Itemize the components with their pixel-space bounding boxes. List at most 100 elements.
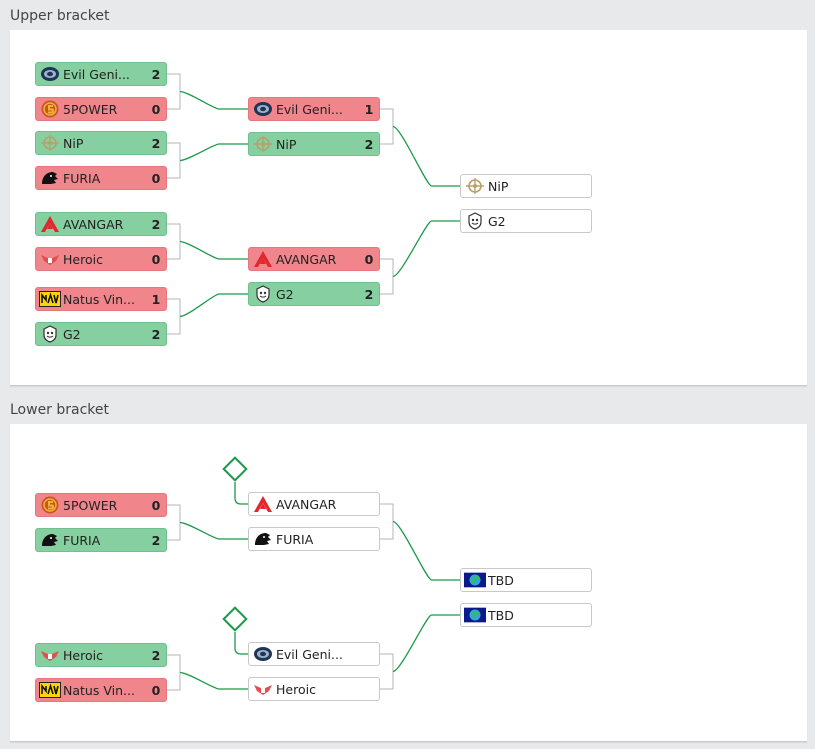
avangar-logo bbox=[39, 215, 61, 233]
team-slot-upper-r1-m1-t0[interactable]: AVANGAR 0 bbox=[248, 247, 380, 271]
team-slot-upper-r0-m0-t0[interactable]: Evil Geni... 2 bbox=[35, 62, 167, 86]
team-score: 2 bbox=[151, 135, 161, 151]
team-slot-lower-r0-m0-t1[interactable]: FURIA 2 bbox=[35, 528, 167, 552]
team-score: 0 bbox=[151, 101, 161, 117]
team-name: NiP bbox=[276, 136, 297, 152]
winner-connector-line bbox=[234, 482, 248, 505]
winner-connector-line bbox=[179, 521, 248, 540]
team-name: Evil Geni... bbox=[276, 646, 343, 662]
team-name: Natus Vin... bbox=[63, 682, 135, 698]
nip-logo bbox=[39, 134, 61, 152]
team-slot-lower-r1-m1-t0[interactable]: Evil Geni... bbox=[248, 642, 380, 666]
team-score: 1 bbox=[364, 101, 374, 117]
g2-logo bbox=[252, 285, 274, 303]
team-score: 2 bbox=[151, 66, 161, 82]
team-score: 0 bbox=[151, 497, 161, 513]
match-bracket-line bbox=[380, 258, 394, 295]
team-name: TBD bbox=[488, 572, 514, 588]
match-bracket-line bbox=[167, 298, 181, 335]
lower-bracket-title: Lower bracket bbox=[10, 402, 110, 418]
evil-geniuses-logo bbox=[39, 65, 61, 83]
5power-logo bbox=[39, 100, 61, 118]
match-bracket-line bbox=[380, 653, 394, 690]
furia-logo bbox=[39, 531, 61, 549]
team-name: Natus Vin... bbox=[63, 291, 135, 307]
team-name: Evil Geni... bbox=[63, 66, 130, 82]
team-slot-upper-r2-m0-t1[interactable]: G2 bbox=[460, 209, 592, 233]
team-score: 2 bbox=[364, 286, 374, 302]
team-slot-lower-r2-m0-t0[interactable]: TBD bbox=[460, 568, 592, 592]
team-score: 2 bbox=[151, 647, 161, 663]
team-name: FURIA bbox=[63, 532, 101, 548]
team-slot-upper-r0-m3-t1[interactable]: G2 2 bbox=[35, 322, 167, 346]
team-name: NiP bbox=[63, 135, 84, 151]
match-bracket-line bbox=[380, 503, 394, 540]
team-slot-upper-r1-m1-t1[interactable]: G2 2 bbox=[248, 282, 380, 306]
team-slot-upper-r0-m2-t0[interactable]: AVANGAR 2 bbox=[35, 212, 167, 236]
team-slot-lower-r0-m0-t0[interactable]: 5POWER 0 bbox=[35, 493, 167, 517]
team-slot-upper-r2-m0-t0[interactable]: NiP bbox=[460, 174, 592, 198]
winner-connector-line bbox=[392, 125, 460, 187]
team-score: 2 bbox=[364, 136, 374, 152]
g2-logo bbox=[464, 212, 486, 230]
team-slot-upper-r0-m1-t1[interactable]: FURIA 0 bbox=[35, 166, 167, 190]
nip-logo bbox=[252, 135, 274, 153]
team-slot-lower-r0-m1-t0[interactable]: Heroic 2 bbox=[35, 643, 167, 667]
team-score: 2 bbox=[151, 216, 161, 232]
team-name: AVANGAR bbox=[276, 251, 337, 267]
team-score: 0 bbox=[151, 170, 161, 186]
evil-geniuses-logo bbox=[252, 645, 274, 663]
navi-logo bbox=[39, 681, 61, 699]
g2-logo bbox=[39, 325, 61, 343]
winner-connector-line bbox=[179, 143, 248, 162]
team-slot-lower-r1-m1-t1[interactable]: Heroic bbox=[248, 677, 380, 701]
team-slot-upper-r0-m1-t0[interactable]: NiP 2 bbox=[35, 131, 167, 155]
tbd-globe-logo bbox=[464, 606, 486, 624]
team-slot-lower-r1-m0-t1[interactable]: FURIA bbox=[248, 527, 380, 551]
team-slot-upper-r1-m0-t0[interactable]: Evil Geni...1 bbox=[248, 97, 380, 121]
team-name: Heroic bbox=[63, 251, 103, 267]
heroic-logo bbox=[39, 250, 61, 268]
team-score: 0 bbox=[364, 251, 374, 267]
evil-geniuses-logo bbox=[252, 100, 274, 118]
match-bracket-line bbox=[380, 108, 394, 145]
tbd-globe-logo bbox=[464, 571, 486, 589]
furia-logo bbox=[39, 169, 61, 187]
team-slot-lower-r0-m1-t1[interactable]: Natus Vin...0 bbox=[35, 678, 167, 702]
team-score: 2 bbox=[151, 532, 161, 548]
team-name: G2 bbox=[63, 326, 81, 342]
team-name: FURIA bbox=[276, 531, 314, 547]
team-name: G2 bbox=[276, 286, 294, 302]
team-name: Heroic bbox=[63, 647, 103, 663]
upper-bracket-title: Upper bracket bbox=[10, 8, 110, 24]
match-bracket-line bbox=[167, 73, 181, 110]
winner-connector-line bbox=[392, 220, 460, 278]
team-slot-upper-r0-m0-t1[interactable]: 5POWER 0 bbox=[35, 97, 167, 121]
match-bracket-line bbox=[167, 504, 181, 541]
team-slot-lower-r2-m0-t1[interactable]: TBD bbox=[460, 603, 592, 627]
team-slot-upper-r0-m3-t0[interactable]: Natus Vin...1 bbox=[35, 287, 167, 311]
team-name: AVANGAR bbox=[63, 216, 124, 232]
nip-logo bbox=[464, 177, 486, 195]
winner-connector-line bbox=[179, 293, 248, 318]
navi-logo bbox=[39, 290, 61, 308]
avangar-logo bbox=[252, 250, 274, 268]
team-slot-lower-r1-m0-t0[interactable]: AVANGAR bbox=[248, 492, 380, 516]
team-name: TBD bbox=[488, 607, 514, 623]
team-score: 2 bbox=[151, 326, 161, 342]
heroic-logo bbox=[39, 646, 61, 664]
team-name: 5POWER bbox=[63, 101, 118, 117]
furia-logo bbox=[252, 530, 274, 548]
winner-connector-line bbox=[179, 90, 248, 110]
team-name: 5POWER bbox=[63, 497, 118, 513]
winner-connector-line bbox=[179, 671, 248, 690]
team-name: FURIA bbox=[63, 170, 101, 186]
team-slot-upper-r1-m0-t1[interactable]: NiP 2 bbox=[248, 132, 380, 156]
winner-connector-line bbox=[392, 614, 460, 673]
team-name: Heroic bbox=[276, 681, 316, 697]
drop-in-diamond-icon[interactable] bbox=[222, 606, 248, 632]
drop-in-diamond-icon[interactable] bbox=[222, 456, 248, 482]
